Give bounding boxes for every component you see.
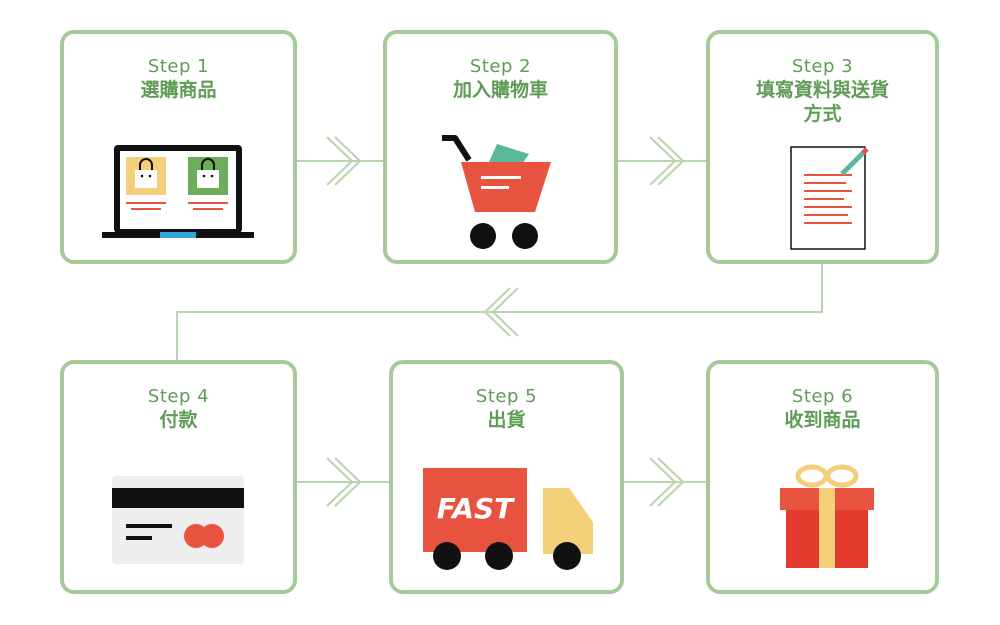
credit-card-icon — [112, 476, 244, 564]
step-number: Step 3 — [791, 56, 854, 77]
gift-box-icon — [780, 464, 874, 568]
step-label: 填寫資料與送貨方式 — [755, 79, 889, 125]
chevron-right-icon — [334, 136, 362, 186]
step-title: Step 6 收到商品 — [710, 386, 935, 432]
chevron-right-icon — [334, 457, 362, 507]
connector-line-3-4 — [176, 264, 823, 360]
step-title: Step 1 選購商品 — [64, 56, 293, 102]
chevron-right-icon — [326, 136, 354, 186]
step-card-3: Step 3 填寫資料與送貨方式 — [706, 30, 939, 264]
document-pen-icon — [790, 146, 869, 250]
step-title: Step 3 填寫資料與送貨方式 — [710, 56, 935, 126]
truck-fast-text: FAST — [437, 492, 515, 525]
chevron-right-icon — [649, 457, 677, 507]
chevron-right-icon — [649, 136, 677, 186]
step-label: 付款 — [159, 409, 198, 431]
step-number: Step 5 — [475, 386, 538, 407]
chevron-right-icon — [657, 136, 685, 186]
chevron-right-icon — [657, 457, 685, 507]
step-title: Step 5 出貨 — [393, 386, 620, 432]
step-label: 選購商品 — [140, 79, 217, 101]
step-card-5: Step 5 出貨 FAST — [389, 360, 624, 594]
step-number: Step 2 — [469, 56, 532, 77]
laptop-shopping-icon — [102, 145, 254, 238]
step-label: 出貨 — [487, 409, 526, 431]
step-card-4: Step 4 付款 — [60, 360, 297, 594]
chevron-right-icon — [326, 457, 354, 507]
delivery-truck-icon: FAST — [423, 468, 593, 570]
step-card-2: Step 2 加入購物車 — [383, 30, 618, 264]
step-number: Step 1 — [147, 56, 210, 77]
step-title: Step 4 付款 — [64, 386, 293, 432]
step-number: Step 4 — [147, 386, 210, 407]
chevron-left-icon — [491, 287, 519, 337]
chevron-left-icon — [483, 287, 511, 337]
step-label: 加入購物車 — [452, 79, 548, 101]
step-title: Step 2 加入購物車 — [387, 56, 614, 102]
step-card-6: Step 6 收到商品 — [706, 360, 939, 594]
step-label: 收到商品 — [784, 409, 861, 431]
shopping-cart-icon — [442, 135, 551, 249]
step-number: Step 6 — [791, 386, 854, 407]
step-card-1: Step 1 選購商品 — [60, 30, 297, 264]
